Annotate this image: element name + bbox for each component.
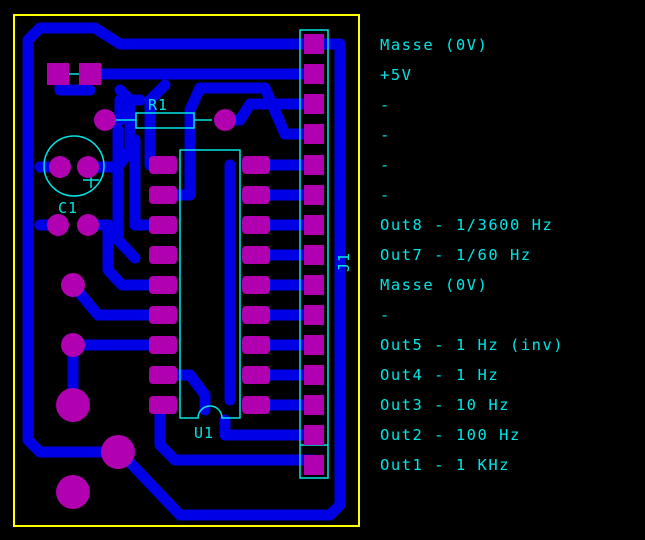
pin-label-2: +5V [380,66,413,84]
chip-u1-left-pads [149,156,177,414]
pin-label-15: Out1 - 1 KHz [380,456,510,474]
pin-label-10: - [380,306,391,324]
pin-label-13: Out3 - 10 Hz [380,396,510,414]
capacitor-c1-label: C1 [58,199,78,217]
pin-label-1: Masse (0V) [380,36,489,54]
chip-u1-outline [179,149,241,419]
board-outline [13,14,360,527]
pin-label-8: Out7 - 1/60 Hz [380,246,532,264]
connector-j1-label: J1 [335,252,353,272]
pin-label-14: Out2 - 100 Hz [380,426,521,444]
pin-label-5: - [380,156,391,174]
pin-label-4: - [380,126,391,144]
pin-label-11: Out5 - 1 Hz (inv) [380,336,565,354]
pads [47,63,236,509]
chip-u1-label: U1 [194,424,214,442]
pin-label-12: Out4 - 1 Hz [380,366,500,384]
pin-label-7: Out8 - 1/3600 Hz [380,216,554,234]
copper-traces [22,22,346,521]
connector-j1-pads [304,34,324,475]
pin-label-9: Masse (0V) [380,276,489,294]
pin-label-3: - [380,96,391,114]
connector-j1-outline [299,29,329,479]
chip-u1-right-pads [242,156,270,414]
resistor-r1-label: R1 [148,96,168,114]
silkscreen [43,29,329,479]
pin-label-6: - [380,186,391,204]
capacitor-c1-outline [43,135,105,197]
